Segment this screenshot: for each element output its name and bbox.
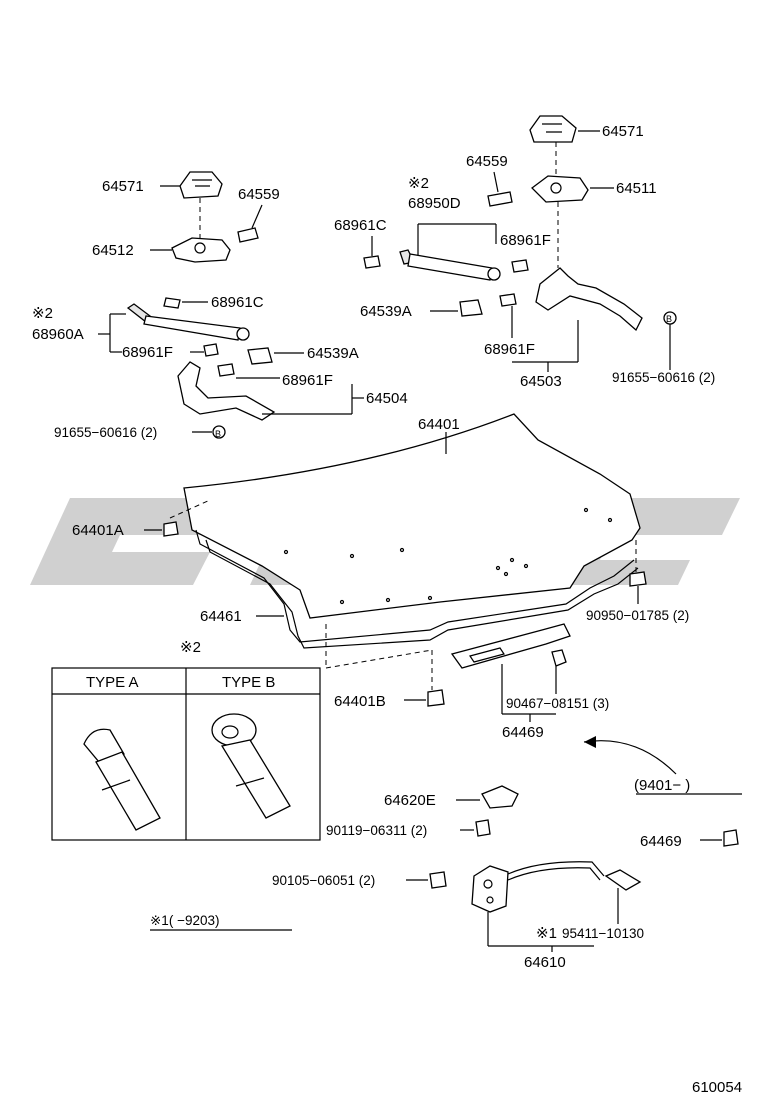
label-68961F-left-2: 68961F (282, 372, 333, 389)
note-1-range: ※1( −9203) (150, 913, 219, 928)
label-90467: 90467−08151 (3) (506, 696, 609, 711)
label-64610: 64610 (524, 954, 566, 971)
label-64571-left: 64571 (102, 178, 144, 195)
label-90105: 90105−06051 (2) (272, 873, 375, 888)
label-64511: 64511 (616, 180, 657, 197)
label-64512: 64512 (92, 242, 134, 259)
lock-assembly-64610 (471, 861, 642, 913)
type-a-header: TYPE A (86, 674, 139, 691)
label-64401: 64401 (418, 416, 460, 433)
label-68960A: 68960A (32, 326, 84, 343)
label-64504: 64504 (366, 390, 408, 407)
diagram-id: 610054 (692, 1079, 742, 1096)
gas-strut-right (399, 249, 501, 281)
type-b-header: TYPE B (222, 674, 275, 691)
label-68950D: 68950D (408, 195, 461, 212)
label-64620E: 64620E (384, 792, 436, 809)
hinge-cover-left (179, 171, 223, 199)
label-95411: 95411−10130 (562, 926, 644, 941)
range-9401: (9401− ) (634, 777, 690, 794)
label-64469-b: 64469 (640, 833, 682, 850)
type-a-illustration (83, 728, 161, 831)
hinge-plate-64511 (531, 175, 589, 203)
hinge-plate-64512 (171, 237, 231, 263)
label-64503: 64503 (520, 373, 562, 390)
gas-strut-left (126, 303, 250, 341)
label-64539A-left: 64539A (307, 345, 359, 362)
label-64469-a: 64469 (502, 724, 544, 741)
weatherstrip-64461 (195, 529, 639, 649)
label-64559-right: 64559 (466, 153, 508, 170)
label-90119: 90119−06311 (2) (326, 823, 427, 838)
label-68961F-left-1: 68961F (122, 344, 173, 361)
note-1-mid: ※1 (536, 925, 557, 942)
label-64559-left: 64559 (238, 186, 280, 203)
hinge-cover-right (529, 115, 577, 143)
type-b-illustration (211, 713, 291, 819)
label-90950: 90950−01785 (2) (586, 608, 689, 623)
label-68961F-right-1: 68961F (500, 232, 551, 249)
label-68961F-right-2: 68961F (484, 341, 535, 358)
note-2-mid: ※2 (180, 639, 201, 656)
hinge-arm-64504 (177, 361, 276, 421)
label-64401B: 64401B (334, 693, 386, 710)
bolt-marker-left: B (215, 429, 221, 439)
striker-plate-64469 (450, 623, 571, 669)
label-68961C-right: 68961C (334, 217, 387, 234)
hinge-arm-64503 (535, 267, 643, 332)
type-table: TYPE A TYPE B (51, 667, 321, 841)
label-91655-right: 91655−60616 (2) (612, 370, 715, 385)
label-91655-left: 91655−60616 (2) (54, 425, 157, 440)
note-2-left: ※2 (32, 305, 53, 322)
label-64571-right: 64571 (602, 123, 644, 140)
label-68961C-left: 68961C (211, 294, 264, 311)
label-64461: 64461 (200, 608, 242, 625)
label-64401A: 64401A (72, 522, 124, 539)
bolt-marker-right: B (666, 314, 672, 324)
label-64539A-right: 64539A (360, 303, 412, 320)
bolt-64559-left (237, 204, 263, 243)
trunk-lid-64401 (183, 413, 641, 619)
note-2-right: ※2 (408, 175, 429, 192)
